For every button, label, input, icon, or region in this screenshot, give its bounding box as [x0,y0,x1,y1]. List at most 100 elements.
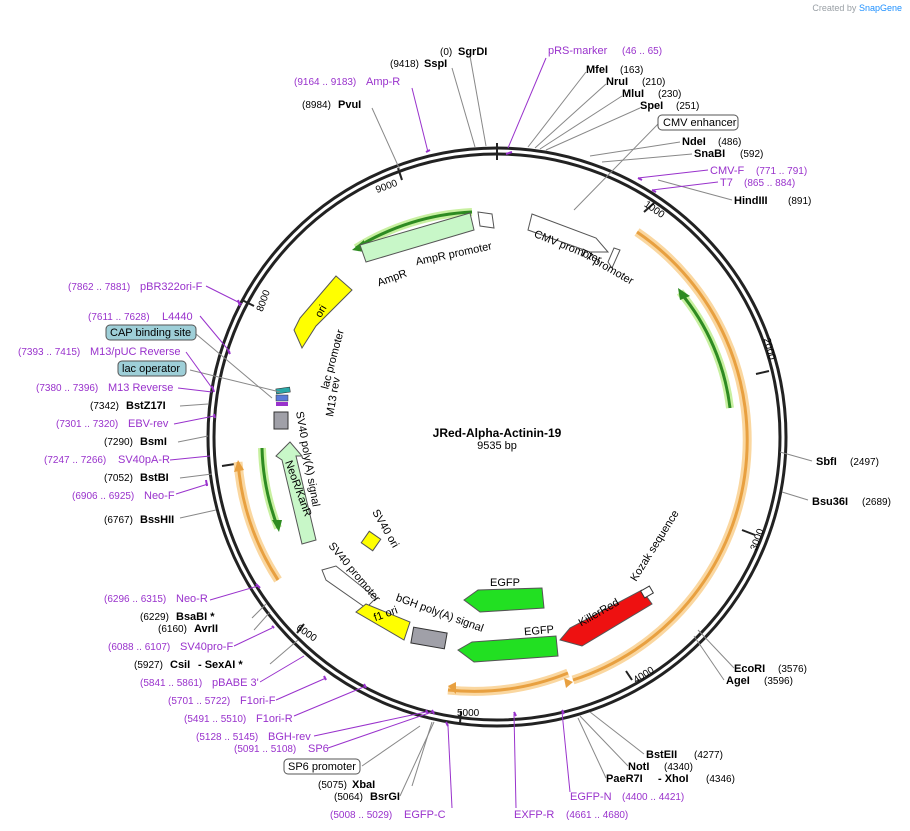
orf-arrowhead-right [564,678,573,688]
enzyme-pos-hindiii: (891) [788,196,811,207]
enzyme-name-sspi: SspI [424,58,447,70]
enzyme-name-bsu36i: Bsu36I [812,496,848,508]
primer-range-neo-r: (6296 .. 6315) [104,594,166,605]
primer-range-egfp-c: (5008 .. 5029) [330,810,392,821]
enzyme-name-hindiii: HindIII [734,195,768,207]
primer-range-neo-f: (6906 .. 6925) [72,491,134,502]
cmv-promoter-feature [527,213,610,253]
enzyme-name-bstbi: BstBI [140,472,169,484]
primer-range-sv40pa-r: (7247 .. 7266) [44,455,106,466]
primer-name-sp6: SP6 [308,743,329,755]
m13-rev-marker [276,402,288,406]
primer-range-egfp-n: (4400 .. 4421) [622,792,684,803]
primer-range-t7: (865 .. 884) [744,178,795,189]
bgh-polya-feature [410,626,448,650]
sp6-promoter-box [283,758,361,775]
orf-arc-left [236,461,280,581]
sp6-promoter-label: SP6 promoter [288,761,356,773]
lac-operator-box [117,360,187,377]
enzyme-pos-xhoi: (4346) [706,774,735,785]
enzyme-pos-mlui: (230) [658,89,681,100]
green-orf-arcs [258,208,734,532]
ampr-feature [359,212,475,263]
cmv-enhancer-box [657,114,739,131]
primer-name-pbabe-3: pBABE 3' [212,677,259,689]
f1-ori-feature [355,603,411,641]
ampr-promoter-feature [477,211,495,229]
enzyme-name-bsshii: BssHII [140,514,174,526]
snapgene-credit: Created by SnapGene [812,3,902,13]
orf-arrowhead-bottom [448,682,456,694]
primer-name-bgh-rev: BGH-rev [268,731,311,743]
primer-range-sv40pro-f: (6088 .. 6107) [108,642,170,653]
primer-name-m13-reverse: M13 Reverse [108,382,173,394]
enzyme-name-csii: CsiI [170,659,190,671]
enzyme-name-noti: NotI [628,761,649,773]
primer-range-bgh-rev: (5128 .. 5145) [196,732,258,743]
enzyme-name-sgrdi: SgrDI [458,46,487,58]
position-ticks [221,143,770,724]
cap-binding-site-box [105,324,197,341]
enzyme-name-ecori: EcoRI [734,663,765,675]
egfp-feature-lower [457,635,559,663]
enzyme-name-agei: AgeI [726,675,750,687]
enzyme-pos-snabi: (592) [740,149,763,160]
enzyme-name-sbfi: SbfI [816,456,837,468]
tick-label-1000: 1000 [642,199,667,221]
enzyme-pos-bsteii: (4277) [694,750,723,761]
lac-operator-label: lac operator [122,363,180,375]
killerred-feature [559,589,653,647]
enzyme-labels: (0) SgrDI (9418) SspI (8984) PvuI MfeI (… [90,46,891,803]
enzyme-pos-bsmi: (7290) [104,437,133,448]
cap-binding-site-label: CAP binding site [110,327,191,339]
sv40-ori-feature [360,530,382,552]
primer-range-ebv-rev: (7301 .. 7320) [56,419,118,430]
enzyme-pos-bsabi: (6229) [140,612,169,623]
primer-name-amp-r: Amp-R [366,76,400,88]
enzyme-pos-nrui: (210) [642,77,665,88]
enzyme-pos-pvui: (8984) [302,100,331,111]
boxed-labels: CMV enhancer CAP binding site lac operat… [105,114,739,775]
primer-name-ebv-rev: EBV-rev [128,418,169,430]
primer-name-egfp-n: EGFP-N [570,791,612,803]
primer-name-exfp-r: EXFP-R [514,809,554,821]
orf-arcs [233,228,752,696]
primer-name-pbr322ori-f: pBR322ori-F [140,281,203,293]
primer-lines [169,57,719,809]
primer-name-prs-marker: pRS-marker [548,45,608,57]
enzyme-name-mfei: MfeI [586,64,608,76]
tick-label-4000: 4000 [632,665,657,686]
enzyme-pos-bstbi: (7052) [104,473,133,484]
enzyme-name-bsrgi: BsrGI [370,791,400,803]
primer-name-l4440: L4440 [162,311,193,323]
enzyme-pos-sbfi: (2497) [850,457,879,468]
enzyme-pos-avrii: (6160) [158,624,187,635]
enzyme-name-paer7i: PaeR7I [606,773,643,785]
enzyme-pos-agei: (3596) [764,676,793,687]
enzyme-name-snabi: SnaBI [694,148,725,160]
enzyme-pos-csii: (5927) [134,660,163,671]
enzyme-name-mlui: MluI [622,88,644,100]
primer-name-t7: T7 [720,177,733,189]
plasmid-title: JRed-Alpha-Actinin-19 [433,426,562,440]
enzyme-pos-noti: (4340) [664,762,693,773]
label-ampr: AmpR [376,267,409,289]
enzyme-name-xbai: XbaI [352,779,375,791]
orf-arc-right [572,230,749,682]
orf-arrowhead-left [234,460,244,472]
green-arrowhead-left [272,520,282,532]
enzyme-name-bsabi: BsaBI * [176,611,215,623]
tick-label-5000: 5000 [457,708,480,719]
primer-range-amp-r: (9164 .. 9183) [294,77,356,88]
egfp-feature-upper [463,587,545,613]
inner-features [273,211,655,663]
primer-range-pbabe-3: (5841 .. 5861) [140,678,202,689]
neor-kanr-feature [275,441,317,545]
enzyme-name-sexai: - SexAI * [198,659,243,671]
primer-range-f1ori-r: (5491 .. 5510) [184,714,246,725]
enzyme-pos-sgrdi: (0) [440,47,452,58]
label-t7-promoter: T7 promoter [578,247,636,288]
primer-name-neo-r: Neo-R [176,593,208,605]
enzyme-pos-xbai: (5075) [318,780,347,791]
enzyme-pos-bsu36i: (2689) [862,497,891,508]
